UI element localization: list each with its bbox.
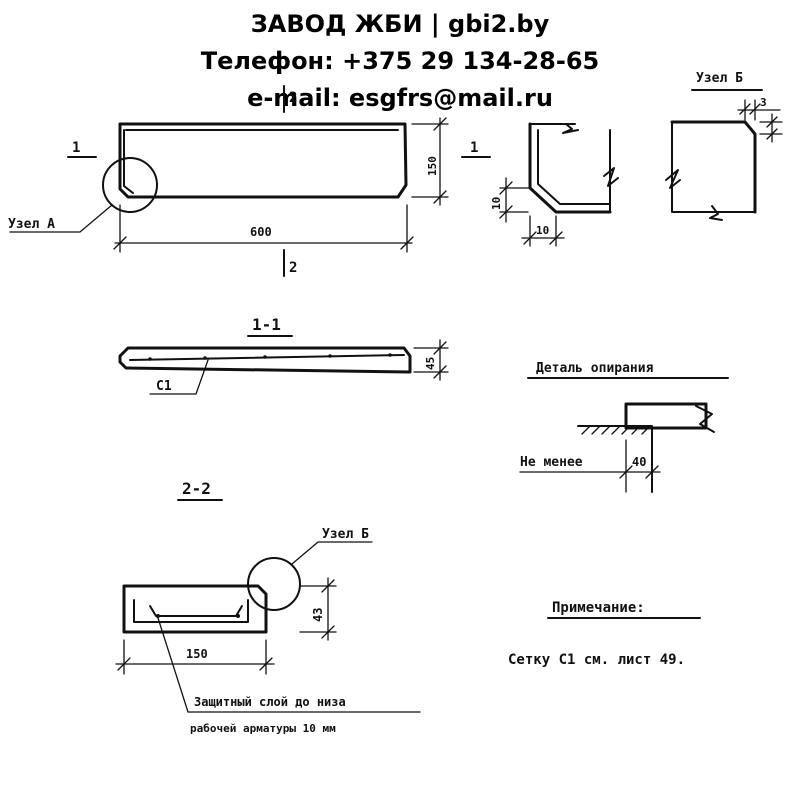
sec22-wdim-ticks	[117, 657, 273, 671]
rebar-dot	[388, 353, 392, 357]
plan-view: Узел А 1 1 2 2 600 150	[8, 85, 491, 277]
sec22-hdim-lines	[299, 577, 337, 641]
node-b-break-bottom	[709, 205, 723, 221]
cover-leader	[157, 617, 421, 713]
node-a-hdim-lines	[521, 215, 565, 247]
slab-inner-corner	[123, 129, 134, 194]
section-1-1-title: 1-1	[252, 315, 281, 334]
support-dim: 40	[632, 455, 646, 469]
support-hatch	[581, 425, 651, 435]
height-dim-ticks	[433, 117, 447, 204]
node-a-circle	[102, 157, 158, 213]
node-b-leader	[291, 541, 373, 565]
node-b-vdim-ticks	[766, 116, 778, 140]
width-dim-ticks	[113, 236, 414, 250]
node-a-break-right	[603, 167, 619, 187]
phone-line: Телефон: +375 29 134-28-65	[200, 47, 600, 75]
node-a-vdim-lines	[499, 177, 529, 223]
section-1-1-outline	[118, 346, 412, 374]
header: ЗАВОД ЖБИ | gbi2.by Телефон: +375 29 134…	[0, 6, 800, 117]
rebar-dot	[203, 356, 207, 360]
support-dim-ticks	[619, 465, 659, 479]
node-b-title: Узел Б	[696, 71, 743, 86]
mesh-leader	[149, 359, 209, 395]
node-a-hdim-ticks	[523, 231, 563, 245]
node-b-dim-lines	[737, 99, 781, 121]
section-mark-bottom: 2	[289, 260, 297, 276]
support-detail: Деталь опирания Не менее 40	[519, 361, 729, 493]
thickness-dim-ticks	[433, 341, 447, 379]
node-b-dim-ticks	[739, 103, 761, 115]
node-b-outline	[670, 120, 757, 214]
section-mark-right: 1	[470, 140, 478, 156]
support-dim-lines	[519, 439, 661, 493]
node-a-vdim-ticks	[499, 181, 513, 219]
support-note: Не менее	[520, 455, 583, 470]
section-2-2-rebar	[149, 605, 243, 617]
note-text: Сетку С1 см. лист 49.	[508, 652, 685, 668]
rebar-dot	[156, 614, 160, 618]
node-a-vdim: 10	[490, 197, 503, 210]
node-a-outer	[528, 122, 612, 214]
node-b-dim: 3	[760, 96, 767, 109]
thickness-dim: 45	[424, 357, 437, 370]
section-mark-top: 2	[289, 90, 297, 106]
support-ledge	[577, 425, 653, 493]
node-b-circle	[247, 557, 301, 611]
node-b-detail: Узел Б 3	[665, 71, 783, 221]
sec22-height-dim: 43	[311, 608, 325, 622]
thickness-dim-lines	[413, 339, 449, 381]
rebar-dot	[148, 357, 152, 361]
cover-note-line2: рабочей арматуры 10 мм	[190, 722, 336, 735]
node-a-hdim: 10	[536, 224, 549, 237]
section-2-2-outline	[122, 584, 268, 634]
height-dim-lines	[411, 117, 449, 206]
height-dim: 150	[426, 156, 439, 176]
section-1-1: 1-1 С1 45	[118, 315, 449, 395]
width-dim: 600	[250, 225, 272, 239]
sec22-wdim-lines	[115, 639, 275, 675]
section-mark-left: 1	[72, 140, 80, 156]
sec22-hdim-ticks	[321, 579, 335, 639]
support-break	[695, 405, 715, 433]
mesh-label: С1	[156, 379, 172, 394]
width-dim-lines	[114, 204, 413, 253]
node-a-detail: 10 10	[490, 122, 619, 247]
node-b-vdim-lines	[759, 113, 783, 143]
node-b-sides	[671, 121, 756, 213]
sec22-width-dim: 150	[186, 647, 208, 661]
rebar-dot	[328, 354, 332, 358]
note: Примечание: Сетку С1 см. лист 49.	[508, 600, 701, 668]
note-title: Примечание:	[552, 600, 645, 616]
node-a-break-top	[562, 123, 579, 134]
slab-outline	[118, 122, 408, 199]
company-title: ЗАВОД ЖБИ | gbi2.by	[250, 10, 550, 38]
support-slab	[624, 402, 708, 430]
section-2-2-title: 2-2	[182, 479, 211, 498]
cover-note-line1: Защитный слой до низа	[194, 695, 346, 709]
section-2-2-inner	[133, 599, 249, 623]
node-a-leader	[9, 204, 113, 233]
rebar-dot	[263, 355, 267, 359]
support-title: Деталь опирания	[536, 361, 654, 376]
node-b-label: Узел Б	[322, 527, 369, 542]
node-a-inner	[537, 129, 611, 205]
section-2-2: 2-2 Узел Б 43 150 Защитный слой до низа …	[115, 479, 421, 735]
email-line: e-mail: esgfrs@mail.ru	[247, 84, 553, 112]
node-a-label: Узел А	[8, 217, 55, 232]
section-1-1-mesh-line	[129, 354, 405, 361]
node-b-break-left	[665, 169, 681, 189]
rebar-dot	[236, 614, 240, 618]
